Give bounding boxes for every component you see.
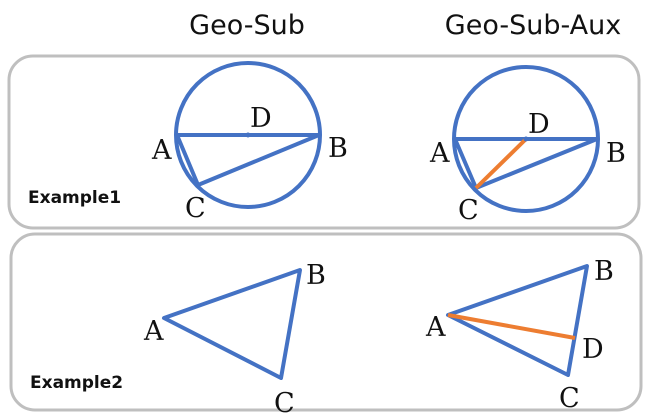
example1-geo-sub-center-dot <box>245 132 251 138</box>
example1-geo-sub-aux-chord-bc <box>475 137 598 190</box>
example1-panel <box>7 54 641 230</box>
example1-label: Example1 <box>28 188 121 208</box>
example1-geo-sub-circle <box>174 61 322 209</box>
example1-geo-sub-aux-label-b: B <box>606 138 626 169</box>
example1-geo-sub-label-d: D <box>250 103 272 134</box>
header-geo-sub-aux: Geo-Sub-Aux <box>445 10 621 41</box>
example1-geo-sub-label-b: B <box>328 133 348 164</box>
example1-geo-sub-label-c: C <box>185 193 206 224</box>
example2-panel <box>9 232 643 412</box>
example1-geo-sub-aux-label-a: A <box>429 138 450 169</box>
example2-geo-sub-aux-label-a: A <box>425 312 446 343</box>
example1-geo-sub-label-a: A <box>151 135 172 166</box>
example2-geo-sub-aux-figure: A B C D <box>425 256 614 414</box>
example2-geo-sub-aux-label-d: D <box>582 334 604 365</box>
example1-geo-sub-figure: A B C D <box>151 61 348 224</box>
example1-geo-sub-aux-figure: A B C D <box>429 65 626 226</box>
example2-geo-sub-aux-label-b: B <box>594 256 614 287</box>
example1-geo-sub-aux-label-d: D <box>528 109 550 140</box>
example1-geo-sub-aux-auxiliary-cd <box>474 137 528 190</box>
header-geo-sub: Geo-Sub <box>189 10 305 41</box>
example2-label: Example2 <box>30 373 123 393</box>
example1-geo-sub-aux-chord-ac <box>453 138 478 189</box>
example1-geo-sub-chord-bc <box>197 133 320 187</box>
example2-geo-sub-aux-triangle-abc <box>446 264 589 377</box>
example1-geo-sub-aux-center-dot <box>523 136 529 142</box>
example2-geo-sub-aux-auxiliary-ad <box>447 313 576 340</box>
example2-geo-sub-figure: A B C <box>143 260 326 418</box>
example1-geo-sub-aux-label-c: C <box>458 195 479 226</box>
example2-geo-sub-triangle-abc <box>162 268 302 380</box>
example2-geo-sub-label-a: A <box>143 316 164 347</box>
example2-geo-sub-label-c: C <box>274 388 295 418</box>
example1-geo-sub-chord-ac <box>175 134 200 186</box>
example2-geo-sub-aux-label-c: C <box>559 383 580 414</box>
example1-geo-sub-aux-circle <box>452 65 600 213</box>
example2-geo-sub-label-b: B <box>306 260 326 291</box>
